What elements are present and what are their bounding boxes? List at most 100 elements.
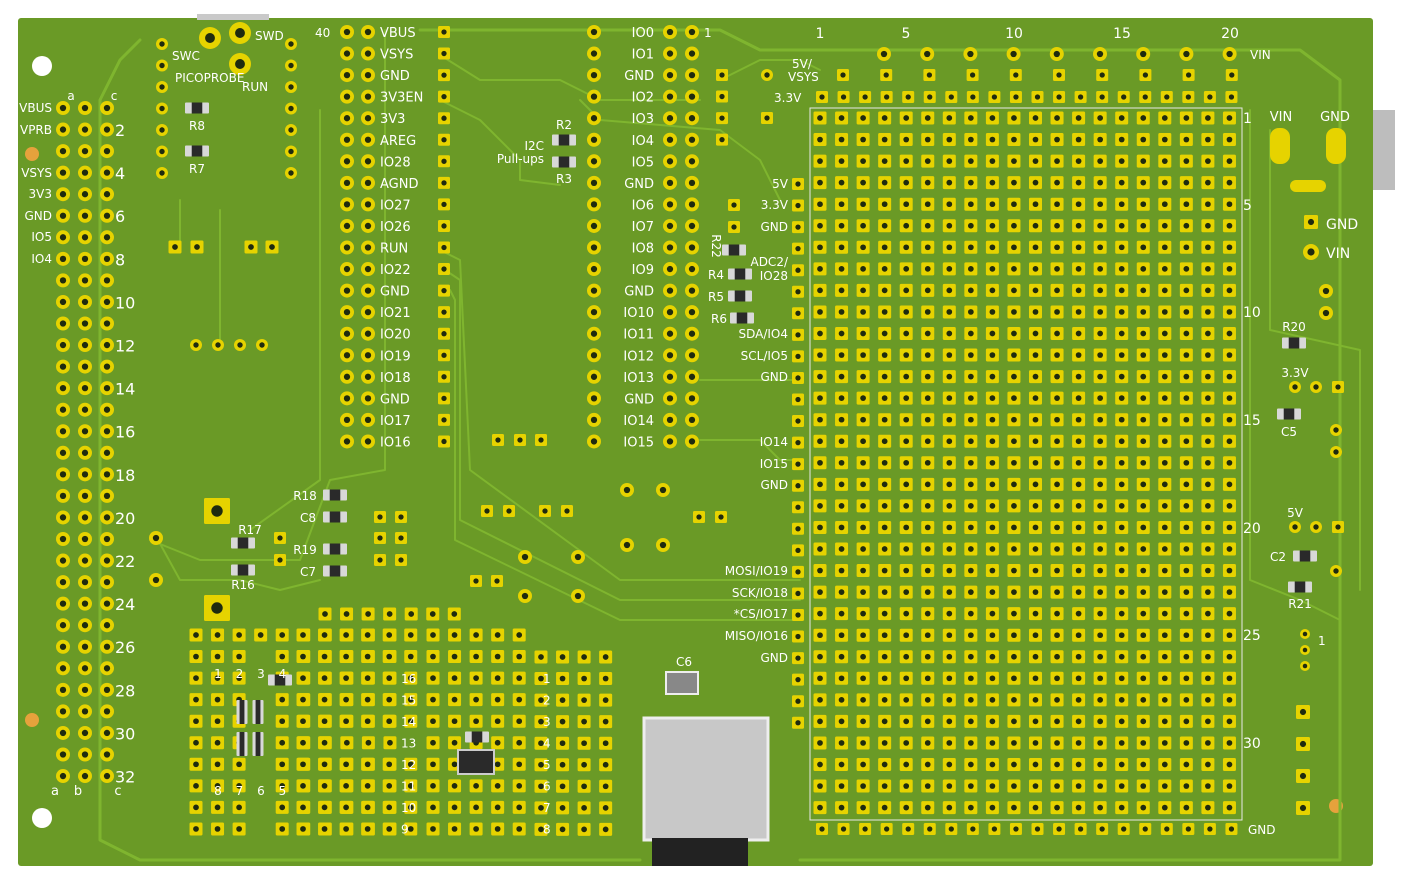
pad-hole <box>1121 826 1127 832</box>
pad-hole <box>1075 761 1082 768</box>
pad-hole <box>193 761 199 768</box>
pad-hole <box>59 751 67 758</box>
pad-hole <box>795 720 801 726</box>
pad-hole <box>602 675 609 682</box>
pad-hole <box>1097 546 1104 552</box>
pad-hole <box>967 524 974 531</box>
pad-hole <box>538 826 544 833</box>
pico-left-pin-label: IO21 <box>380 306 411 321</box>
pad-hole <box>407 826 414 832</box>
pad-hole <box>81 751 89 758</box>
pad-hole <box>688 309 696 316</box>
pad-hole <box>1013 826 1019 832</box>
pad-hole <box>1161 158 1168 164</box>
pad-hole <box>1205 373 1211 380</box>
pad-hole <box>1075 783 1082 789</box>
pad-hole <box>623 486 631 494</box>
pad-hole <box>1183 330 1190 337</box>
pad-hole <box>817 179 823 186</box>
pad-hole <box>103 708 111 715</box>
pad-hole <box>881 481 888 488</box>
pad-hole <box>1183 222 1190 229</box>
pad-hole <box>237 342 243 348</box>
grid-side-label: GND <box>760 220 788 234</box>
pad-hole <box>172 244 178 250</box>
pad-hole <box>967 438 974 445</box>
pad-hole <box>817 416 823 423</box>
smd-body <box>237 537 249 549</box>
pad-hole <box>103 320 111 327</box>
c2-label: C2 <box>1270 550 1286 564</box>
pad-hole <box>1183 546 1190 552</box>
pad-hole <box>1011 352 1017 358</box>
connector-row-number: 6 <box>115 207 125 226</box>
pad-hole <box>1226 804 1233 811</box>
pad-hole <box>1097 265 1104 272</box>
pad-hole <box>1118 459 1125 466</box>
pad-hole <box>386 653 393 660</box>
pad-hole <box>214 632 221 638</box>
pad-hole <box>343 179 351 187</box>
pad-hole <box>989 632 996 639</box>
pad-hole <box>1075 610 1082 617</box>
pad-hole <box>1140 804 1147 811</box>
pad-hole <box>884 94 890 100</box>
pad-hole <box>214 696 221 703</box>
pad-hole <box>516 761 523 768</box>
pad-hole <box>441 374 447 380</box>
pad-hole <box>967 459 974 466</box>
pad-hole <box>946 632 953 639</box>
pad-hole <box>860 610 866 617</box>
pad-hole <box>1226 265 1233 272</box>
pad-hole <box>884 826 890 832</box>
pad-hole <box>1205 222 1211 229</box>
pad-hole <box>1226 459 1233 466</box>
pad-hole <box>103 406 111 413</box>
pad-hole <box>1226 524 1233 531</box>
pad-hole <box>590 265 598 273</box>
pad-hole <box>1096 50 1104 58</box>
pad-hole <box>838 804 845 811</box>
pad-hole <box>1226 352 1233 358</box>
pad-hole <box>364 222 372 230</box>
pad-hole <box>538 437 544 443</box>
pad-hole <box>1183 50 1190 58</box>
pad-hole <box>81 578 89 586</box>
pad-hole <box>1097 330 1104 337</box>
dip2-number: 7 <box>543 801 551 815</box>
pad-hole <box>838 718 845 725</box>
c6-label: C6 <box>676 655 692 669</box>
pico-left-pin-label: GND <box>380 285 410 300</box>
pad-hole <box>473 826 479 832</box>
pad-hole <box>1011 201 1017 208</box>
pad-hole <box>1205 804 1211 811</box>
pad-hole <box>343 93 351 100</box>
pad-hole <box>1075 675 1082 682</box>
pad-hole <box>159 105 165 112</box>
dip-right-number: 9 <box>401 823 409 837</box>
pad-hole <box>881 309 888 315</box>
pad-hole <box>574 553 582 561</box>
pad-hole <box>1161 179 1168 186</box>
pad-hole <box>365 611 371 617</box>
smd-body <box>274 674 286 686</box>
pad-hole <box>924 309 931 315</box>
pad-hole <box>1183 503 1190 509</box>
pad-hole <box>1011 567 1017 574</box>
pad-hole <box>1054 201 1060 208</box>
pad-hole <box>989 438 996 445</box>
pad-hole <box>1205 783 1211 789</box>
pad-hole <box>1313 524 1319 530</box>
pad-hole <box>1011 115 1017 121</box>
pad-hole <box>881 373 888 380</box>
pad-hole <box>970 826 976 832</box>
pad-hole <box>764 72 770 78</box>
pad-hole <box>666 93 674 100</box>
pad-hole <box>1140 244 1147 251</box>
pad-hole <box>441 50 447 57</box>
c5-label: C5 <box>1281 425 1297 439</box>
pad-hole <box>1011 783 1017 789</box>
pad-hole <box>860 352 866 358</box>
pad-hole <box>495 437 501 443</box>
pad-hole <box>946 567 953 574</box>
